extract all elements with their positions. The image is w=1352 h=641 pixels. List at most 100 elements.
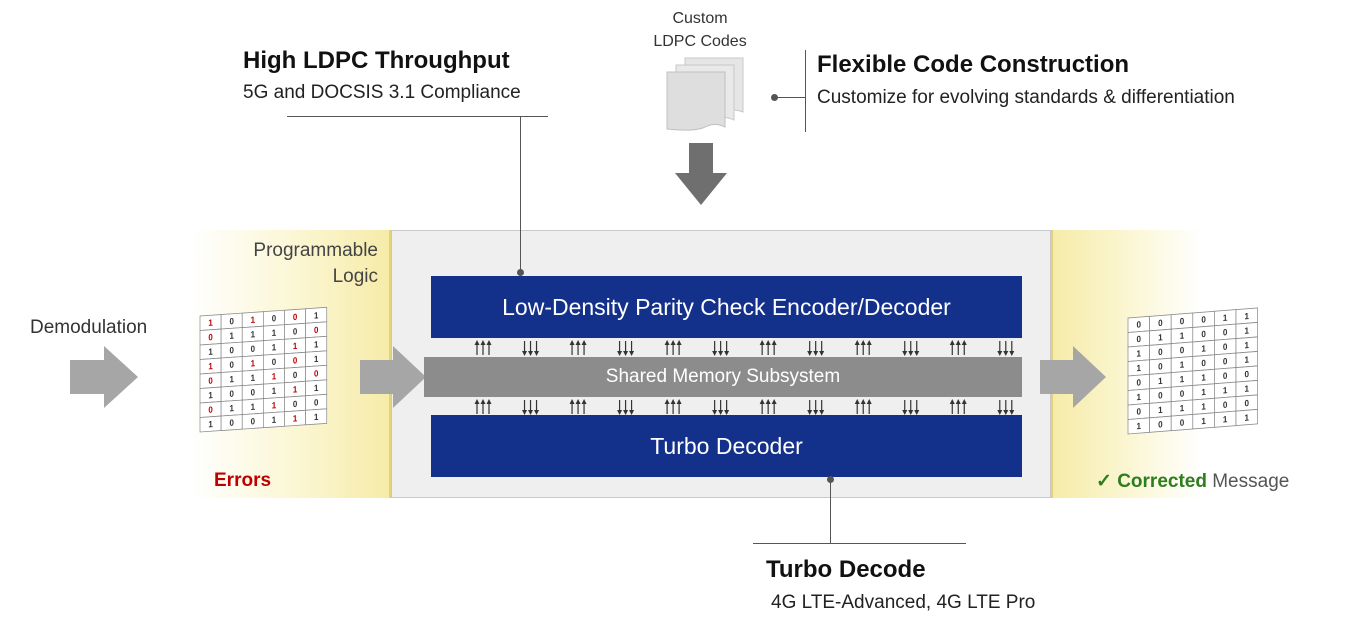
input-bit-bit: 1 xyxy=(293,413,298,424)
input-bit-bit: 0 xyxy=(251,387,256,398)
input-bit-bit: 1 xyxy=(314,353,319,364)
input-bit-bit: 1 xyxy=(208,346,213,357)
output-bit-bit: 1 xyxy=(1201,343,1206,354)
output-bit-bit: 0 xyxy=(1137,406,1142,417)
arrow-head xyxy=(771,340,777,345)
turbo-decode-title: Turbo Decode xyxy=(766,556,926,583)
shared-memory-block: Shared Memory Subsystem xyxy=(424,357,1022,397)
input-bit-bit: 1 xyxy=(208,317,213,328)
arrow-head xyxy=(474,399,480,404)
output-bit-bit: 1 xyxy=(1158,404,1163,415)
arrow-head xyxy=(771,399,777,404)
arrow-head xyxy=(724,351,730,356)
custom-codes-label-2: LDPC Codes xyxy=(653,33,747,50)
output-bit-bit: 1 xyxy=(1158,375,1163,386)
output-bit-bit: 0 xyxy=(1201,314,1206,325)
input-bit-bit: 0 xyxy=(208,404,213,415)
output-bit-bit: 1 xyxy=(1137,348,1142,359)
turbo-decoder-block: Turbo Decoder xyxy=(431,415,1022,477)
arrow-head xyxy=(914,410,920,415)
arrow-head xyxy=(522,410,528,415)
arrow-head xyxy=(949,399,955,404)
input-bit-bit: 0 xyxy=(208,375,213,386)
input-bit-bit: 0 xyxy=(293,326,298,337)
arrow-head xyxy=(724,410,730,415)
arrow-head xyxy=(1009,351,1015,356)
arrow-head xyxy=(866,399,872,404)
arrow-head xyxy=(961,399,967,404)
output-bit-bit: 0 xyxy=(1180,417,1185,428)
flexible-leader xyxy=(775,97,805,98)
check-icon: ✓ xyxy=(1096,471,1112,492)
output-bit-bit: 1 xyxy=(1180,374,1185,385)
input-bit-bit: 0 xyxy=(293,311,298,322)
arrow-head xyxy=(902,351,908,356)
input-bit-bit: 1 xyxy=(251,329,256,340)
output-bit-bit: 1 xyxy=(1201,372,1206,383)
output-bit-bit: 1 xyxy=(1180,330,1185,341)
flexible-subtitle: Customize for evolving standards & diffe… xyxy=(817,87,1235,108)
output-bit-bit: 1 xyxy=(1223,414,1228,425)
output-bit-bit: 1 xyxy=(1180,403,1185,414)
arrow-head xyxy=(819,351,825,356)
output-bit-bit: 0 xyxy=(1158,317,1163,328)
demodulation-label: Demodulation xyxy=(30,317,148,338)
output-bit-bit: 0 xyxy=(1158,361,1163,372)
arrow-head xyxy=(908,410,914,415)
flexible-leader-dot xyxy=(771,94,778,101)
arrow-head xyxy=(676,399,682,404)
arrow-head xyxy=(860,340,866,345)
input-bit-bit: 0 xyxy=(314,324,319,335)
arrow-head xyxy=(528,410,534,415)
output-bit-bit: 0 xyxy=(1180,316,1185,327)
arrow-head xyxy=(534,410,540,415)
arrow-head xyxy=(486,399,492,404)
output-bit-bit: 1 xyxy=(1201,415,1206,426)
arrow-head xyxy=(569,340,575,345)
input-bit-bit: 0 xyxy=(293,355,298,366)
output-bit-bit: 0 xyxy=(1180,345,1185,356)
turbo-decode-subtitle: 4G LTE-Advanced, 4G LTE Pro xyxy=(771,592,1036,613)
output-bit-bit: 0 xyxy=(1137,319,1142,330)
arrow-head xyxy=(908,351,914,356)
input-bit-bit: 0 xyxy=(251,416,256,427)
output-bit-bit: 1 xyxy=(1201,401,1206,412)
shared-memory-label: Shared Memory Subsystem xyxy=(605,366,841,387)
arrow-head xyxy=(866,340,872,345)
arrow-head xyxy=(718,410,724,415)
arrow-head xyxy=(581,340,587,345)
input-bit-bit: 1 xyxy=(272,400,277,411)
arrow-head xyxy=(718,351,724,356)
output-bit-bit: 0 xyxy=(1245,398,1250,409)
input-bit-bit: 0 xyxy=(272,356,277,367)
arrow-head xyxy=(670,340,676,345)
flexible-bracket xyxy=(805,50,806,132)
arrow-head xyxy=(712,351,718,356)
output-bit-bit: 0 xyxy=(1137,334,1142,345)
input-bit-bit: 1 xyxy=(272,385,277,396)
input-bit-bit: 1 xyxy=(314,310,319,321)
output-bit-bit: 1 xyxy=(1201,386,1206,397)
turbo-memory-data-arrows xyxy=(474,399,1015,415)
input-bit-bit: 0 xyxy=(293,398,298,409)
output-bit-bit: 0 xyxy=(1223,356,1228,367)
output-bit-bit: 1 xyxy=(1180,359,1185,370)
down-arrow-icon xyxy=(675,143,727,205)
output-bit-bit: 0 xyxy=(1158,419,1163,430)
arrow-head xyxy=(765,399,771,404)
output-bit-bit: 1 xyxy=(1245,412,1250,423)
input-bit-bit: 0 xyxy=(314,397,319,408)
output-bit-bit: 0 xyxy=(1245,369,1250,380)
arrow-head xyxy=(914,351,920,356)
arrow-head xyxy=(623,410,629,415)
output-bit-bit: 1 xyxy=(1223,312,1228,323)
input-bit-bit: 0 xyxy=(229,345,234,356)
arrow-head xyxy=(617,351,623,356)
message-text: Message xyxy=(1212,471,1290,492)
input-bit-cell xyxy=(305,408,328,426)
arrow-head xyxy=(759,340,765,345)
arrow-head xyxy=(617,410,623,415)
arrow-head xyxy=(575,340,581,345)
